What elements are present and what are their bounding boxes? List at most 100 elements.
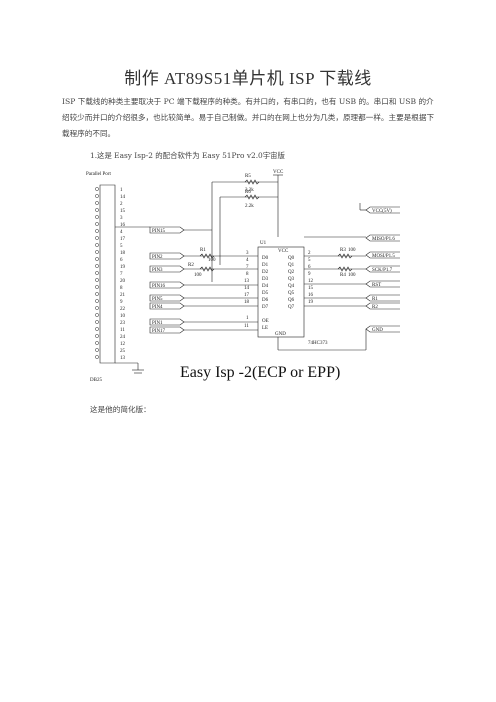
ic-right-pin: 16: [308, 293, 314, 298]
pin-number: 15: [120, 209, 126, 214]
net-label-right: MOSI/P1.5: [372, 254, 395, 259]
ic-left-pin: 18: [244, 300, 250, 305]
ic-left-label: D7: [262, 305, 269, 310]
ic-right-label: Q0: [288, 256, 295, 261]
ic-left-pin: 7: [246, 265, 249, 270]
schematic-caption: Easy Isp -2(ECP or EPP): [180, 364, 340, 381]
ic-right-pin: 2: [308, 251, 311, 256]
net-label-right: GND: [372, 328, 383, 333]
vcc-label: VCC: [273, 170, 284, 175]
net-label-right: MISO/P1.6: [372, 237, 395, 242]
r1-value: 100: [208, 258, 216, 263]
r6-value: 2.2k: [245, 204, 254, 209]
net-label-left: PIN15: [152, 229, 166, 234]
pin-number: 13: [120, 356, 126, 361]
ic-right-label: Q5: [288, 291, 295, 296]
net-label-left: PIN2: [152, 255, 163, 260]
net-label-left: PIN17: [152, 329, 166, 334]
ic-right-pin: 12: [308, 279, 314, 284]
r5-label: R5: [245, 174, 251, 179]
pin-number: 24: [120, 335, 126, 340]
ic-name: U1: [260, 241, 267, 246]
pin-number: 25: [120, 349, 126, 354]
net-label-left: PIN16: [152, 284, 166, 289]
ic-left-pin: 13: [244, 279, 250, 284]
pin-number: 23: [120, 321, 126, 326]
ic-left-label: D4: [262, 284, 269, 289]
ic-left-label: D6: [262, 298, 269, 303]
pin-number: 7: [120, 272, 123, 277]
r2-value: 100: [194, 273, 202, 278]
ic-left-pin: 1: [246, 316, 249, 321]
net-label-left: PIN4: [152, 305, 163, 310]
pin-number: 19: [120, 265, 126, 270]
ic-left-pin: 14: [244, 286, 250, 291]
ic-right-pin: 15: [308, 286, 314, 291]
pin-number: 12: [120, 342, 126, 347]
pin-number: 3: [120, 216, 123, 221]
ic-left-label: LE: [262, 326, 268, 331]
ic-right-label: Q6: [288, 298, 295, 303]
db25-body: [99, 184, 116, 364]
net-label-right: SCK/P1.7: [372, 268, 393, 273]
schematic-diagram: Parallel Port DB25 1 14 2 15 3 16 4 17 5…: [86, 170, 400, 383]
ic-left-label: D2: [262, 270, 269, 275]
pin-number: 5: [120, 244, 123, 249]
pin-number: 4: [120, 230, 123, 235]
r4-label: R4: [340, 273, 346, 278]
ic-left-pin: 11: [244, 324, 249, 329]
ic-left-pin: 17: [244, 293, 250, 298]
pin-number: 16: [120, 223, 126, 228]
ic-74hc373: [257, 246, 305, 338]
pin-number: 14: [120, 195, 126, 200]
pin-number: 11: [120, 328, 125, 333]
ic-right-pin: 19: [308, 300, 314, 305]
connector-title: Parallel Port: [86, 172, 111, 177]
pin-number: 22: [120, 307, 126, 312]
ic-right-label: Q7: [288, 305, 295, 310]
net-label-right: VCC(5V): [372, 209, 392, 214]
subtitle-text: 这是他的简化版：: [90, 405, 151, 414]
ic-left-label: D3: [262, 277, 269, 282]
ic-vcc-pin: VCC: [278, 249, 289, 254]
pin-number: 1: [120, 188, 123, 193]
pin-number: 18: [120, 251, 126, 256]
r3-label: R3: [340, 248, 346, 253]
net-label-right: RST: [372, 283, 381, 288]
net-label-left: PIN3: [152, 268, 163, 273]
ic-left-pin: 8: [246, 272, 249, 277]
ic-right-label: Q2: [288, 270, 295, 275]
ic-left-label: D5: [262, 291, 269, 296]
ic-right-label: Q3: [288, 277, 295, 282]
pin-number: 2: [120, 202, 123, 207]
intro-paragraph: ISP 下载线的种类主要取决于 PC 端下载程序的种类。有并口的，有串口的，也有…: [62, 97, 435, 138]
pin-number: 6: [120, 258, 123, 263]
ic-right-pin: 6: [308, 265, 311, 270]
r1-label: R1: [200, 248, 206, 253]
net-label-left: PIN1: [152, 321, 163, 326]
ic-left-label: D0: [262, 256, 269, 261]
net-label-left: PIN5: [152, 297, 163, 302]
pin-number: 8: [120, 286, 123, 291]
r3-value: 100: [348, 248, 356, 253]
pin-number: 9: [120, 300, 123, 305]
ic-left-label: D1: [262, 263, 269, 268]
net-label-right: R2: [372, 305, 378, 310]
connector-name: DB25: [90, 378, 102, 383]
ic-gnd-pin: GND: [275, 332, 286, 337]
list-item-1: 1.这是 Easy Isp-2 的配合软件为 Easy 51Pro v2.0宇宙…: [90, 151, 285, 160]
r6-label: R6: [245, 190, 251, 195]
ic-left-pin: 3: [246, 251, 249, 256]
pin-number: 17: [120, 237, 126, 242]
net-label-right: R1: [372, 297, 378, 302]
pin-number: 10: [120, 314, 126, 319]
r5-value: 2.2k: [245, 188, 254, 193]
pin-number: 20: [120, 279, 126, 284]
pin-number: 21: [120, 293, 126, 298]
page-title: 制作 AT89S51单片机 ISP 下载线: [124, 69, 372, 88]
r4-value: 100: [348, 273, 356, 278]
ic-right-pin: 5: [308, 258, 311, 263]
ic-left-label: OE: [262, 319, 269, 324]
r2-label: R2: [188, 263, 194, 268]
